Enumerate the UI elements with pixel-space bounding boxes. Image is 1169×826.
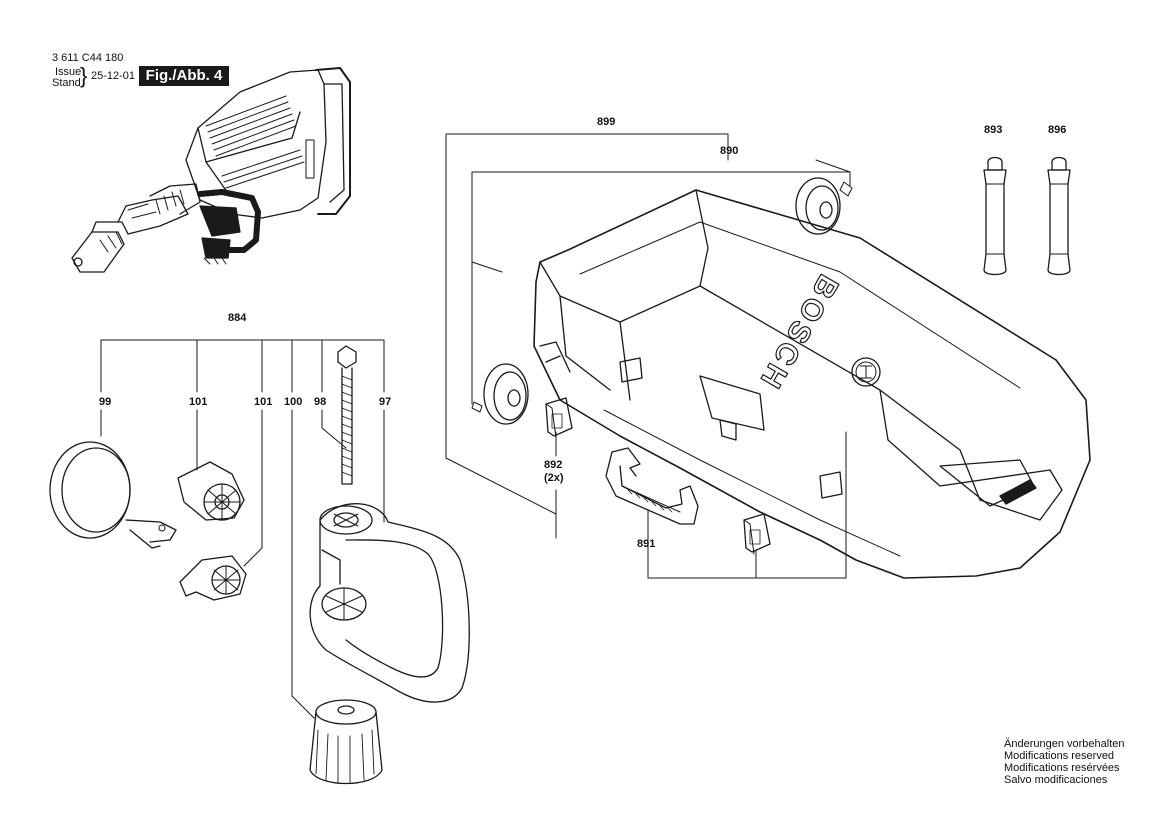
part-896-grease-tube: [1047, 156, 1071, 276]
part-892-latch-left: [545, 397, 573, 439]
part-100-knob: [309, 699, 383, 785]
callout-890: 890: [720, 145, 739, 157]
modification-notes: Änderungen vorbehalten Modifications res…: [1004, 738, 1124, 786]
part-101-jaw-lower: [179, 555, 247, 601]
figure-label: Fig./Abb. 4: [139, 66, 229, 86]
carrying-case-illustration: [533, 189, 1091, 579]
issue-label: Issue: [55, 66, 82, 78]
callout-893: 893: [984, 124, 1003, 136]
callout-891: 891: [637, 538, 656, 550]
part-891-carry-handle: [605, 447, 699, 525]
part-98-threaded-bolt: [337, 345, 357, 485]
callout-97: 97: [379, 396, 392, 408]
callout-99: 99: [99, 396, 112, 408]
note-fr: Modifications resérvées: [1004, 762, 1120, 774]
demolition-hammer-illustration: [71, 67, 351, 273]
part-890-wheel-lower: [471, 363, 529, 425]
callout-899: 899: [597, 116, 616, 128]
callout-892: 892: [544, 459, 563, 471]
callout-896: 896: [1048, 124, 1067, 136]
note-es: Salvo modificaciones: [1004, 774, 1108, 786]
part-99-clamp-band: [49, 441, 177, 549]
part-890-wheel-upper: [795, 177, 853, 235]
side-handle-leader-lines: [100, 339, 385, 719]
note-en: Modifications reserved: [1004, 750, 1115, 762]
callout-101-lower: 101: [254, 396, 273, 408]
callout-100: 100: [284, 396, 303, 408]
stand-label: Stand: [52, 77, 81, 89]
callout-884: 884: [228, 312, 247, 324]
issue-date: 25-12-01: [91, 70, 136, 82]
part-number: 3 611 C44 180: [52, 52, 124, 64]
brace: }: [80, 63, 88, 88]
callout-101-upper: 101: [189, 396, 208, 408]
part-101-jaw-upper: [177, 461, 245, 521]
note-de: Änderungen vorbehalten: [1004, 738, 1125, 750]
callout-98: 98: [314, 396, 327, 408]
part-97-handle-frame: [309, 503, 470, 703]
callout-892-quantity: (2x): [544, 472, 564, 484]
case-brand-text: BOSCH: [752, 269, 845, 397]
part-893-grease-tube: [983, 156, 1007, 276]
part-892-latch-right: [743, 513, 771, 555]
case-leader-lines: [445, 133, 851, 579]
